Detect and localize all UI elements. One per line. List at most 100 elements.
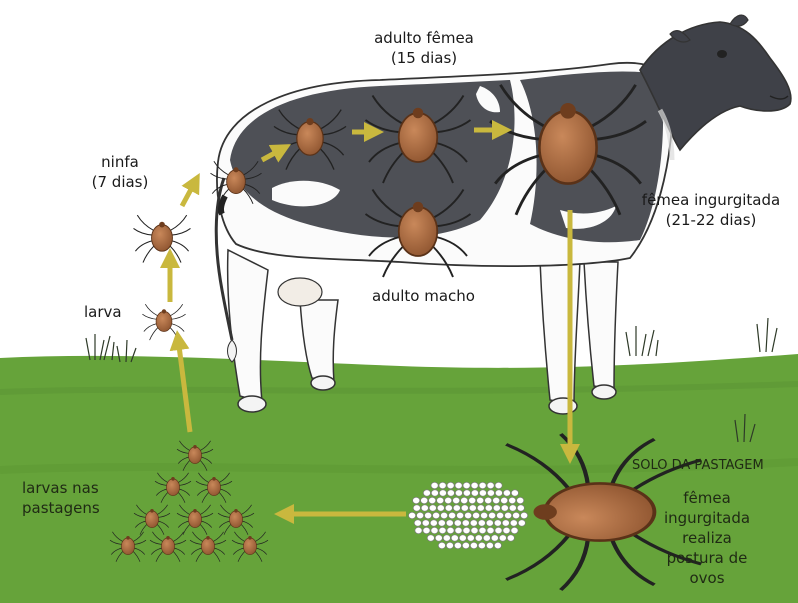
egg-icon	[477, 505, 484, 511]
egg-icon	[463, 527, 470, 533]
egg-icon	[487, 527, 494, 533]
label-engorged-female-line2: (21-22 dias)	[636, 210, 786, 230]
egg-icon	[449, 512, 456, 518]
egg-icon	[471, 490, 478, 496]
egg-icon	[429, 497, 436, 503]
egg-icon	[485, 505, 492, 511]
egg-icon	[414, 520, 421, 526]
egg-icon	[437, 505, 444, 511]
egg-icon	[470, 542, 477, 548]
egg-icon	[413, 505, 420, 511]
egg-icon	[489, 512, 496, 518]
egg-icon	[477, 497, 484, 503]
egg-icon	[446, 542, 453, 548]
egg-icon	[495, 527, 502, 533]
egg-icon	[447, 482, 454, 488]
egg-icon	[503, 490, 510, 496]
egg-icon	[487, 490, 494, 496]
egg-icon	[413, 497, 420, 503]
egg-icon	[494, 542, 501, 548]
egg-icon	[431, 490, 438, 496]
egg-icon	[509, 497, 516, 503]
egg-icon	[459, 535, 466, 541]
label-nymph: ninfa (7 dias)	[80, 152, 160, 192]
egg-icon	[451, 535, 458, 541]
egg-icon	[435, 535, 442, 541]
egg-icon	[501, 497, 508, 503]
label-larvae-in-pasture: larvas nas pastagens	[22, 478, 100, 518]
egg-icon	[463, 490, 470, 496]
label-adult-female-line2: (15 dias)	[364, 48, 484, 68]
egg-icon	[425, 512, 432, 518]
egg-icon	[517, 497, 524, 503]
egg-icon	[478, 542, 485, 548]
egg-icon	[509, 505, 516, 511]
egg-icon	[481, 512, 488, 518]
egg-icon	[454, 542, 461, 548]
label-larvae-line2: pastagens	[22, 498, 100, 518]
egg-icon	[447, 490, 454, 496]
egg-icon	[437, 497, 444, 503]
egg-icon	[513, 512, 520, 518]
egg-icon	[470, 520, 477, 526]
label-larva: larva	[84, 302, 122, 322]
egg-icon	[486, 520, 493, 526]
label-nymph-line2: (7 dias)	[80, 172, 160, 192]
egg-icon	[427, 535, 434, 541]
egg-icon	[491, 535, 498, 541]
egg-icon	[430, 520, 437, 526]
label-oviposition-line1: fêmea	[652, 488, 762, 508]
label-nymph-line1: ninfa	[80, 152, 160, 172]
egg-icon	[507, 535, 514, 541]
label-oviposition-line5: ovos	[652, 568, 762, 588]
egg-icon	[415, 527, 422, 533]
egg-icon	[454, 520, 461, 526]
egg-icon	[502, 520, 509, 526]
egg-icon	[438, 542, 445, 548]
egg-icon	[483, 535, 490, 541]
egg-icon	[429, 505, 436, 511]
egg-icon	[431, 482, 438, 488]
egg-icon	[475, 535, 482, 541]
egg-icon	[445, 497, 452, 503]
label-oviposition-line4: postura de	[652, 548, 762, 568]
egg-icon	[503, 527, 510, 533]
egg-icon	[441, 512, 448, 518]
egg-icon	[457, 512, 464, 518]
label-adult-male: adulto macho	[372, 286, 475, 306]
label-oviposition-line2: ingurgitada	[652, 508, 762, 528]
egg-icon	[417, 512, 424, 518]
egg-icon	[461, 505, 468, 511]
egg-icon	[465, 512, 472, 518]
egg-icon	[517, 505, 524, 511]
egg-icon	[495, 490, 502, 496]
egg-icon	[447, 527, 454, 533]
egg-icon	[471, 482, 478, 488]
egg-icon	[431, 527, 438, 533]
egg-icon	[455, 527, 462, 533]
egg-icon	[501, 505, 508, 511]
egg-icon	[423, 527, 430, 533]
egg-icon	[497, 512, 504, 518]
egg-icon	[433, 512, 440, 518]
egg-icon	[445, 505, 452, 511]
egg-icon	[469, 497, 476, 503]
egg-icon	[510, 520, 517, 526]
label-adult-female-line1: adulto fêmea	[364, 28, 484, 48]
tick-stages-left	[134, 215, 191, 340]
egg-icon	[461, 497, 468, 503]
egg-icon	[409, 512, 416, 518]
label-adult-female: adulto fêmea (15 dias)	[364, 28, 484, 68]
egg-icon	[422, 520, 429, 526]
egg-icon	[469, 505, 476, 511]
egg-icon	[463, 482, 470, 488]
egg-icon	[473, 512, 480, 518]
label-oviposition: fêmea ingurgitada realiza postura de ovo…	[652, 488, 762, 588]
egg-icon	[479, 527, 486, 533]
egg-icon	[494, 520, 501, 526]
label-engorged-female-line1: fêmea ingurgitada	[636, 190, 786, 210]
egg-icon	[511, 527, 518, 533]
egg-icon	[443, 535, 450, 541]
egg-icon	[439, 527, 446, 533]
